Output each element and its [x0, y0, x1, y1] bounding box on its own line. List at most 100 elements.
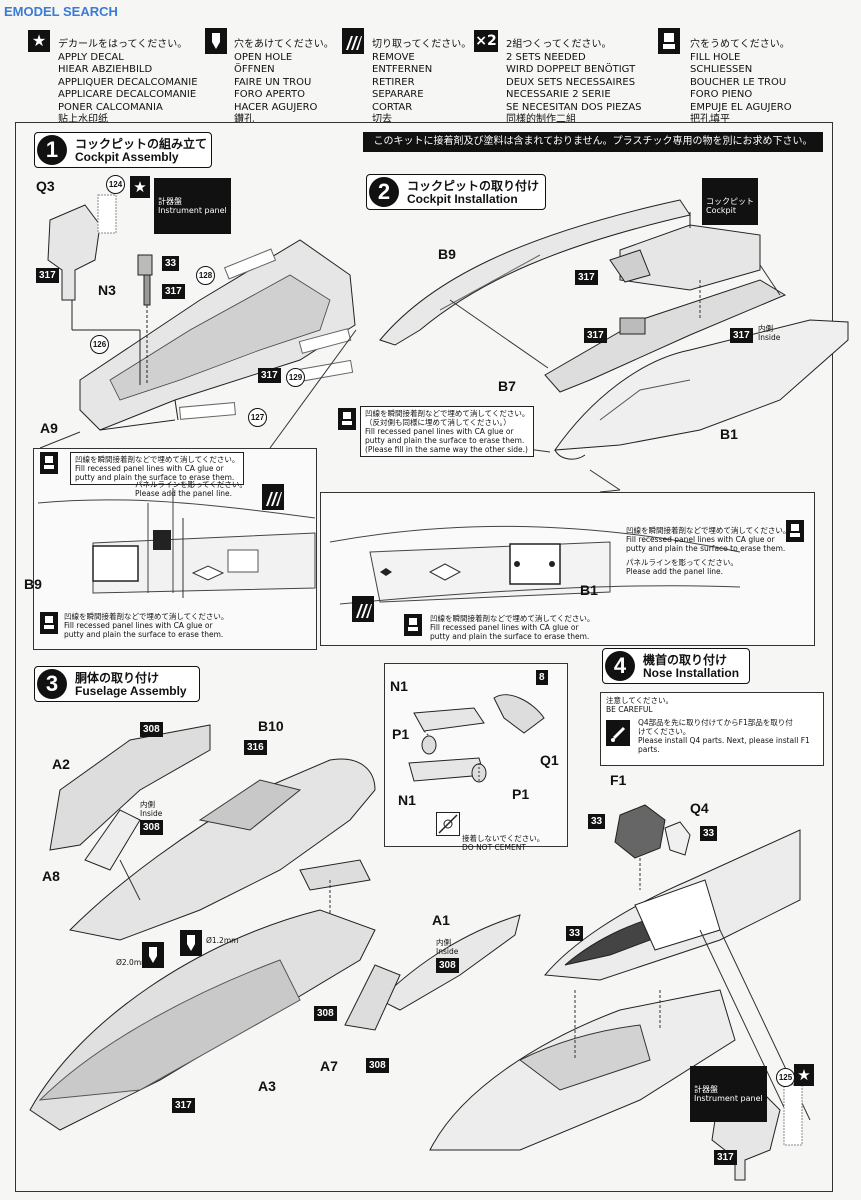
cut-icon — [352, 596, 374, 622]
drill-icon — [205, 28, 227, 54]
warning-icon — [606, 720, 630, 746]
decal-125: 125 — [776, 1068, 795, 1087]
x2-icon: ×2 — [474, 30, 498, 52]
star-icon: ★ — [28, 30, 50, 52]
drill-icon — [142, 942, 164, 968]
code-33-q4: 33 — [700, 826, 718, 841]
part-label-p1-right: P1 — [512, 786, 530, 802]
fill-icon — [786, 520, 804, 542]
part-label-n1-top: N1 — [390, 678, 408, 694]
part-label-n1-bottom: N1 — [398, 792, 416, 808]
code-308-lower: 308 — [366, 1058, 389, 1073]
decal-126: 126 — [90, 335, 109, 354]
code-308-a2: 308 — [140, 722, 163, 737]
watermark-logo: EMODEL SEARCH — [4, 4, 118, 19]
star-icon: ★ — [794, 1064, 814, 1086]
code-308-a7: 308 — [314, 1006, 337, 1021]
main-frame — [15, 122, 833, 1192]
gear-detail-drawing — [408, 694, 545, 783]
fill-icon — [338, 408, 356, 430]
code-316-b10: 316 — [244, 740, 267, 755]
code-317-a9: 317 — [258, 368, 281, 383]
part-label-b1-detail: B1 — [580, 582, 598, 598]
drill-2mm-label: Ø2.0mm — [116, 958, 149, 967]
no-glue-banner: このキットに接着剤及び塗料は含まれておりません。プラスチック専用の物を別にお求め… — [363, 132, 823, 152]
part-label-a7: A7 — [320, 1058, 338, 1074]
code-317-q3: 317 — [36, 268, 59, 283]
code-33-n3: 33 — [162, 256, 180, 271]
note-fill-b1-lower: 凹線を瞬間接着剤などで埋めて消してください。 Fill recessed pan… — [430, 614, 595, 641]
part-label-a9: A9 — [40, 420, 58, 436]
cut-icon — [262, 484, 284, 510]
cut-icon — [342, 28, 364, 54]
part-label-a3: A3 — [258, 1078, 276, 1094]
decal-129: 129 — [286, 368, 305, 387]
part-label-q1: Q1 — [540, 752, 559, 768]
code-317-q4: 317 — [714, 1150, 737, 1165]
fill-icon — [404, 614, 422, 636]
code-308-a1: 308 — [436, 958, 459, 973]
no-cement-icon — [436, 812, 460, 836]
decal-128: 128 — [196, 266, 215, 285]
note-fill-b9: 凹線を瞬間接着剤などで埋めて消してください。 Fill recessed pan… — [70, 452, 245, 485]
detail-box-gear — [384, 663, 568, 847]
note-add-panel-b9: パネルラインを彫ってください。 Please add the panel lin… — [135, 480, 247, 498]
part-label-q4-inset: Q4 — [704, 1098, 723, 1114]
part-label-n3: N3 — [98, 282, 116, 298]
drill-icon — [180, 930, 202, 956]
part-label-a1: A1 — [432, 912, 450, 928]
fill-icon — [40, 612, 58, 634]
step-2-header: 2 コックピットの取り付け Cockpit Installation — [366, 174, 546, 210]
decal-127: 127 — [248, 408, 267, 427]
note-fill-other-side: 凹線を瞬間接着剤などで埋めて消してください。 （反対側も同様に埋めて消してくださ… — [360, 406, 535, 457]
code-33-nose: 33 — [566, 926, 584, 941]
part-label-b10: B10 — [258, 718, 284, 734]
no-cement-label: 接着しないでください。DO NOT CEMENT — [462, 834, 545, 852]
note-fill-b1-right: 凹線を瞬間接着剤などで埋めて消してください。 Fill recessed pan… — [626, 526, 791, 553]
b9-side-drawing — [37, 488, 316, 598]
part-label-b9-detail: B9 — [24, 576, 42, 592]
careful-body: Q4部品を先に取り付けてからF1部品を取り付 けてください。 Please in… — [638, 718, 810, 754]
code-317-b7: 317 — [584, 328, 607, 343]
star-icon: ★ — [130, 176, 150, 198]
fill-icon — [658, 28, 680, 54]
note-add-panel-b1: パネルラインを彫ってください。 Please add the panel lin… — [626, 558, 738, 576]
part-label-q3: Q3 — [36, 178, 55, 194]
code-317-n3: 317 — [162, 284, 185, 299]
step-4-header: 4 機首の取り付け Nose Installation — [602, 648, 750, 684]
step-1-header: 1 コックピットの組み立て Cockpit Assembly — [34, 132, 212, 168]
step-3-header: 3 胴体の取り付け Fuselage Assembly — [34, 666, 200, 702]
code-317-a3: 317 — [172, 1098, 195, 1113]
drill-12mm-label: Ø1.2mm — [206, 936, 239, 945]
code-317-inside: 317 — [730, 328, 753, 343]
careful-box — [600, 692, 824, 766]
part-label-f1: F1 — [610, 772, 627, 788]
b1-side-drawing — [329, 525, 741, 605]
note-fill-b9-lower: 凹線を瞬間接着剤などで埋めて消してください。 Fill recessed pan… — [64, 612, 229, 639]
part-label-b7: B7 — [498, 378, 516, 394]
code-33-f1: 33 — [588, 814, 606, 829]
code-8-q1: 8 — [536, 670, 548, 685]
part-label-b1-top: B1 — [720, 426, 738, 442]
decal-124: 124 — [106, 175, 125, 194]
part-label-b9-top: B9 — [438, 246, 456, 262]
code-308-a8: 308 — [140, 820, 163, 835]
part-label-q4-top: Q4 — [690, 800, 709, 816]
part-label-a2: A2 — [52, 756, 70, 772]
careful-title: 注意してください。 BE CAREFUL — [606, 696, 674, 714]
code-317-b9: 317 — [575, 270, 598, 285]
fill-icon — [40, 452, 58, 474]
